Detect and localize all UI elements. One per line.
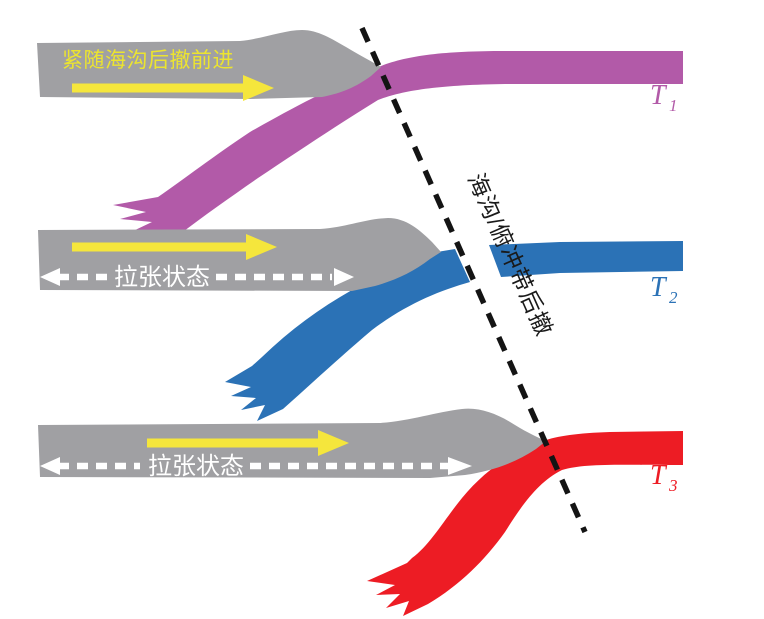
extension-arrow-t3-right-head xyxy=(448,457,472,475)
stage-t1: 紧随海沟后撤前进 T 1 xyxy=(37,30,683,246)
convergence-arrow-t3-head xyxy=(318,430,349,456)
time-label-t2-subscript: 2 xyxy=(669,288,678,307)
extension-arrow-t3-left-head xyxy=(40,457,60,475)
extension-arrow-t3: 拉张状态 xyxy=(40,453,472,480)
time-label-t3-subscript: 3 xyxy=(668,476,678,495)
convergence-arrow-t1 xyxy=(72,75,274,101)
time-label-t3-letter: T xyxy=(650,460,668,491)
extension-label-t2: 拉张状态 xyxy=(114,264,210,291)
convergence-arrow-t1-head xyxy=(243,75,274,101)
subducting-slab-t3 xyxy=(367,431,683,616)
extension-arrow-t2: 拉张状态 xyxy=(40,264,354,291)
extension-arrow-t2-right-head xyxy=(334,268,354,286)
time-label-t1: T 1 xyxy=(650,80,678,115)
time-label-t1-letter: T xyxy=(650,80,668,111)
convergence-arrow-t3 xyxy=(147,430,349,456)
convergence-arrow-t2-head xyxy=(246,234,277,260)
trench-retreat-line xyxy=(359,26,588,534)
time-label-t1-subscript: 1 xyxy=(669,96,678,115)
time-label-t2-letter: T xyxy=(650,272,668,303)
incoming-plate-t2 xyxy=(489,241,683,277)
time-label-t2: T 2 xyxy=(650,272,678,307)
stage-t3: 拉张状态 T 3 xyxy=(38,408,683,616)
extension-label-t3: 拉张状态 xyxy=(148,453,244,480)
convergence-arrow-t2 xyxy=(72,234,277,260)
advance-label: 紧随海沟后撤前进 xyxy=(62,49,234,72)
extension-arrow-t2-left-head xyxy=(40,268,60,286)
subducting-slab-t2 xyxy=(225,249,470,421)
subducting-slab-t1 xyxy=(113,51,683,246)
stage-t2: 拉张状态 T 2 xyxy=(38,218,683,421)
overriding-plate-t1 xyxy=(37,30,381,99)
time-label-t3: T 3 xyxy=(650,460,678,495)
